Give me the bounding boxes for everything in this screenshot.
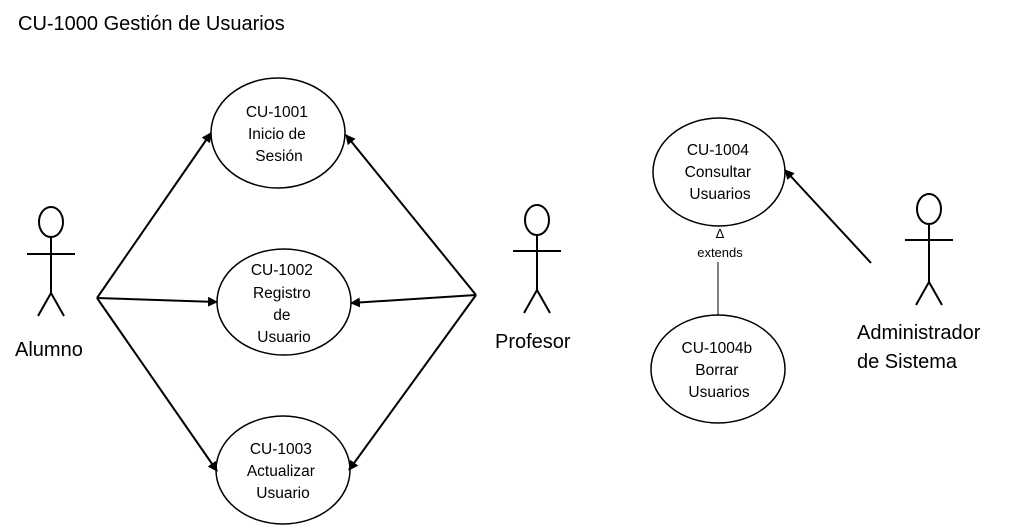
extends-label: extends <box>697 245 743 260</box>
actor-head <box>524 204 550 236</box>
use-case-label-cu1004b: CU-1004b Borrar Usuarios <box>682 340 757 401</box>
association-alumno-cu1001 <box>96 132 212 299</box>
actor-head <box>38 206 64 238</box>
actor-label-alumno: Alumno <box>15 339 83 361</box>
association-admin-cu1004 <box>784 169 872 264</box>
actor-alumno <box>27 206 75 317</box>
association-profesor-cu1003 <box>348 294 477 471</box>
use-case-label-cu1003: CU-1003 Actualizar Usuario <box>247 441 319 502</box>
association-alumno-cu1003 <box>96 297 218 472</box>
actor-label-profesor: Profesor <box>495 331 571 353</box>
actor-label-administrador-2: de Sistema <box>857 351 958 373</box>
actor-administrador <box>905 193 953 306</box>
association-alumno-cu1002 <box>96 296 218 307</box>
use-case-label-cu1004: CU-1004 Consultar Usuarios <box>685 142 756 203</box>
use-case-label-cu1001: CU-1001 Inicio de Sesión <box>246 104 312 165</box>
association-profesor-cu1002 <box>350 294 477 308</box>
actor-profesor <box>513 204 561 314</box>
extends-triangle-icon: Δ <box>716 226 725 241</box>
actor-head <box>916 193 942 225</box>
association-profesor-cu1001 <box>345 134 477 296</box>
diagram-title: CU-1000 Gestión de Usuarios <box>18 13 285 35</box>
actor-label-administrador: Administrador <box>857 322 981 344</box>
use-case-label-cu1002: CU-1002 Registro de Usuario <box>251 262 317 346</box>
